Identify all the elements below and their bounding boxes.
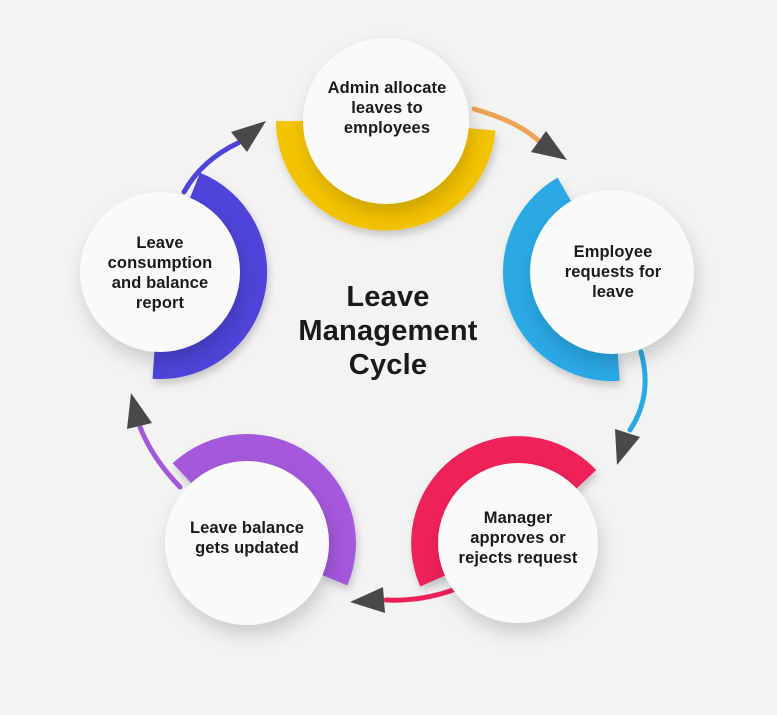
arc-leave-balance-updated — [172, 434, 356, 586]
node-circle-leave-balance-updated — [165, 461, 329, 625]
arrowhead-right-to-bottomright-icon — [615, 429, 640, 465]
label-line: Admin allocate — [327, 79, 447, 97]
node-circle-employee-requests — [530, 190, 694, 354]
label-line: report — [135, 294, 185, 312]
node-label-leave-consumption-report: Leave consumption and balance report — [108, 233, 213, 313]
node-label-manager-approves: Manager approves or rejects request — [459, 508, 578, 568]
connector-left-to-top — [181, 140, 241, 195]
label-line: Employee — [573, 243, 653, 261]
label-line: gets updated — [195, 539, 299, 557]
label-line: Leave balance — [189, 519, 305, 537]
diagram-title: Leave Management Cycle — [298, 280, 477, 382]
arrowhead-bottomleft-to-left-icon — [127, 393, 152, 429]
node-label-employee-requests: Employee requests for leave — [565, 242, 662, 302]
label-line: requests for — [564, 263, 662, 281]
arrowhead-left-to-top-icon — [231, 121, 266, 152]
label-line: employees — [343, 119, 431, 137]
label-line: leaves to — [351, 99, 423, 117]
label-line: Manager — [483, 509, 553, 527]
label-line: rejects request — [458, 549, 578, 567]
node-label-admin-allocate: Admin allocate leaves to employees — [328, 78, 447, 138]
arc-manager-approves — [411, 436, 597, 587]
connector-top-to-right — [471, 106, 544, 146]
title-line: Cycle — [348, 349, 428, 381]
connector-right-to-bottomright — [627, 349, 648, 433]
arrowhead-top-to-right-icon — [531, 131, 567, 160]
arc-leave-consumption-report — [152, 172, 268, 380]
arc-employee-requests — [503, 177, 620, 382]
label-line: approves or — [470, 529, 566, 547]
node-circle-manager-approves — [438, 463, 598, 623]
title-line: Leave — [346, 281, 430, 313]
title-line: Management — [298, 315, 478, 347]
label-line: leave — [592, 283, 634, 301]
label-line: and balance — [111, 274, 209, 292]
node-circle-admin-allocate — [303, 38, 469, 204]
arc-admin-allocate — [276, 120, 496, 231]
connector-bottomleft-to-left — [137, 424, 183, 490]
label-line: Leave — [136, 234, 184, 252]
node-label-leave-balance-updated: Leave balance gets updated — [190, 518, 304, 558]
node-circle-leave-consumption-report — [80, 192, 240, 352]
arrowhead-bottomright-to-bottomleft-icon — [350, 587, 385, 613]
label-line: consumption — [107, 254, 213, 272]
